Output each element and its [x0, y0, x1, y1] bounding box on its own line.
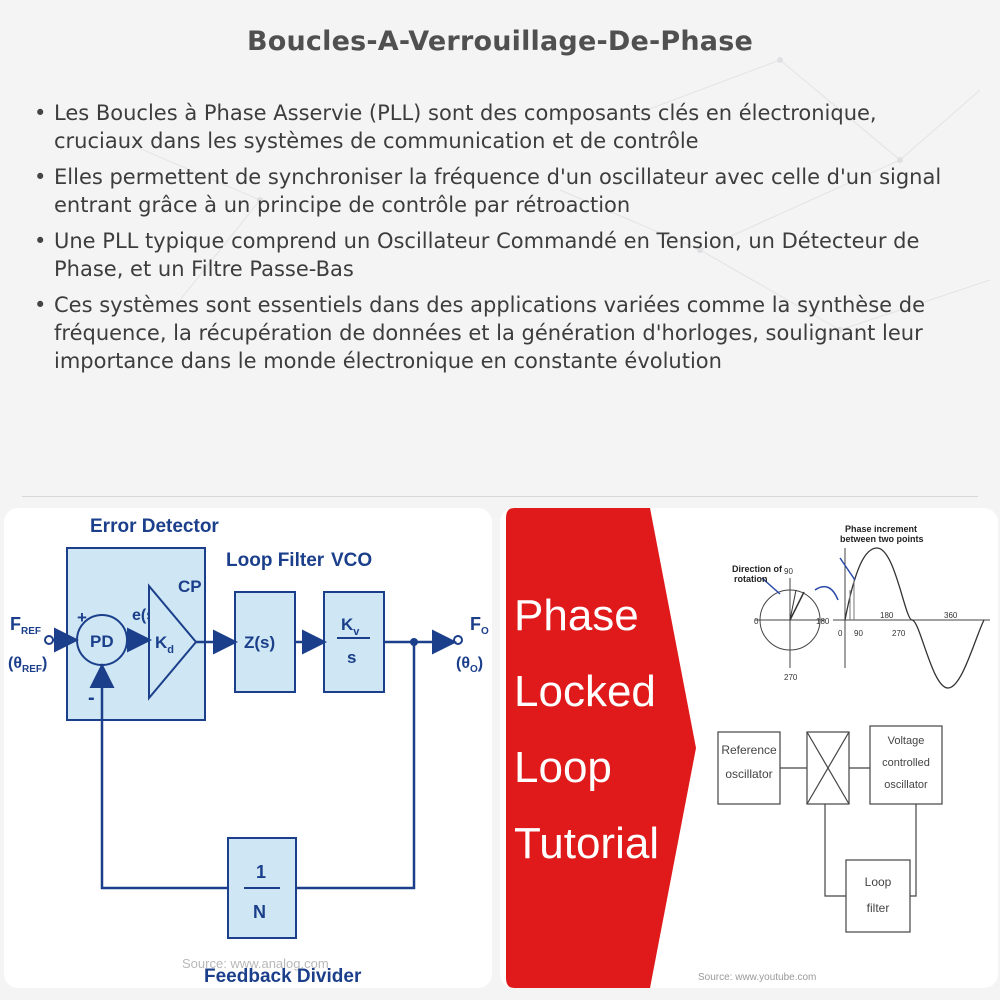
deg-180-circle: 180 — [816, 617, 830, 626]
kv-label: Kv — [341, 615, 360, 638]
oscillator2-label: oscillator — [884, 779, 928, 791]
page-title: Boucles-A-Verrouillage-De-Phase — [246, 26, 754, 57]
vco-box — [323, 591, 385, 693]
fref-label: FREF — [10, 614, 41, 637]
phase-increment-label: Phase increment — [845, 524, 917, 534]
rotation-label: rotation — [734, 574, 768, 584]
deg-0-circle: 0 — [754, 617, 759, 626]
theta-ref-label: (θREF) — [8, 655, 47, 675]
bullet-item: Elles permettent de synchroniser la fréq… — [28, 163, 958, 219]
filter-label: filter — [867, 901, 890, 915]
banner-line-phase: Phase — [514, 591, 639, 640]
banner-line-tutorial: Tutorial — [514, 819, 659, 868]
minus-sign: - — [88, 687, 95, 709]
section-divider — [22, 496, 978, 497]
zs-label: Z(s) — [244, 633, 275, 652]
oscillator-label: oscillator — [725, 767, 772, 781]
phase-rotation-diagram — [755, 547, 990, 689]
left-source-text: Source: www.analog.com — [182, 956, 329, 971]
bullet-item: Les Boucles à Phase Asservie (PLL) sont … — [28, 99, 958, 155]
controlled-label: controlled — [882, 757, 930, 769]
loop-label: Loop — [865, 875, 892, 889]
fo-label: FO — [470, 614, 489, 637]
deg-90-circle: 90 — [784, 567, 793, 576]
deg-90-wave: 90 — [854, 629, 863, 638]
banner-line-loop: Loop — [514, 743, 612, 792]
feedback-divider-label: Feedback Divider — [204, 966, 362, 987]
theta-o-label: (θO) — [456, 655, 483, 675]
bullet-list: Les Boucles à Phase Asservie (PLL) sont … — [28, 99, 958, 383]
divider-denominator: N — [253, 902, 266, 922]
vco-box-right — [869, 725, 943, 805]
plus-sign: + — [77, 608, 87, 627]
right-source-text: Source: www.youtube.com — [698, 972, 816, 983]
loop-filter-label: Loop Filter — [226, 550, 325, 571]
deg-180-wave: 180 — [880, 611, 894, 620]
banner-line-locked: Locked — [514, 667, 656, 716]
deg-360-wave: 360 — [944, 611, 958, 620]
direction-of-label: Direction of — [732, 564, 783, 574]
pll-tutorial-thumbnail: Phase Locked Loop Tutorial Phase increme… — [500, 508, 998, 988]
deg-270-circle: 270 — [784, 673, 798, 682]
pd-label: PD — [90, 632, 114, 651]
s-label: s — [347, 648, 356, 667]
red-arrow-banner — [506, 508, 696, 988]
deg-270-wave: 270 — [892, 629, 906, 638]
error-detector-label: Error Detector — [90, 516, 219, 537]
feedback-divider-box — [227, 837, 297, 939]
tutorial-graphic: Phase Locked Loop Tutorial Phase increme… — [506, 508, 990, 988]
kd-label: Kd — [155, 633, 174, 656]
pll-block-diagram: Error Detector CP PD + - e(s) Kd Loop Fi… — [8, 516, 489, 987]
between-points-label: between two points — [840, 534, 924, 544]
reference-label: Reference — [721, 743, 777, 757]
bullet-item: Ces systèmes sont essentiels dans des ap… — [28, 291, 958, 375]
divider-numerator: 1 — [256, 862, 266, 882]
deg-0-wave: 0 — [838, 629, 843, 638]
voltage-label: Voltage — [888, 735, 925, 747]
loop-filter-box-right — [845, 859, 911, 933]
cp-label: CP — [178, 577, 202, 596]
pll-block-diagram-panel: Error Detector CP PD + - e(s) Kd Loop Fi… — [4, 508, 492, 988]
vco-label: VCO — [331, 550, 372, 571]
bullet-item: Une PLL typique comprend un Oscillateur … — [28, 227, 958, 283]
